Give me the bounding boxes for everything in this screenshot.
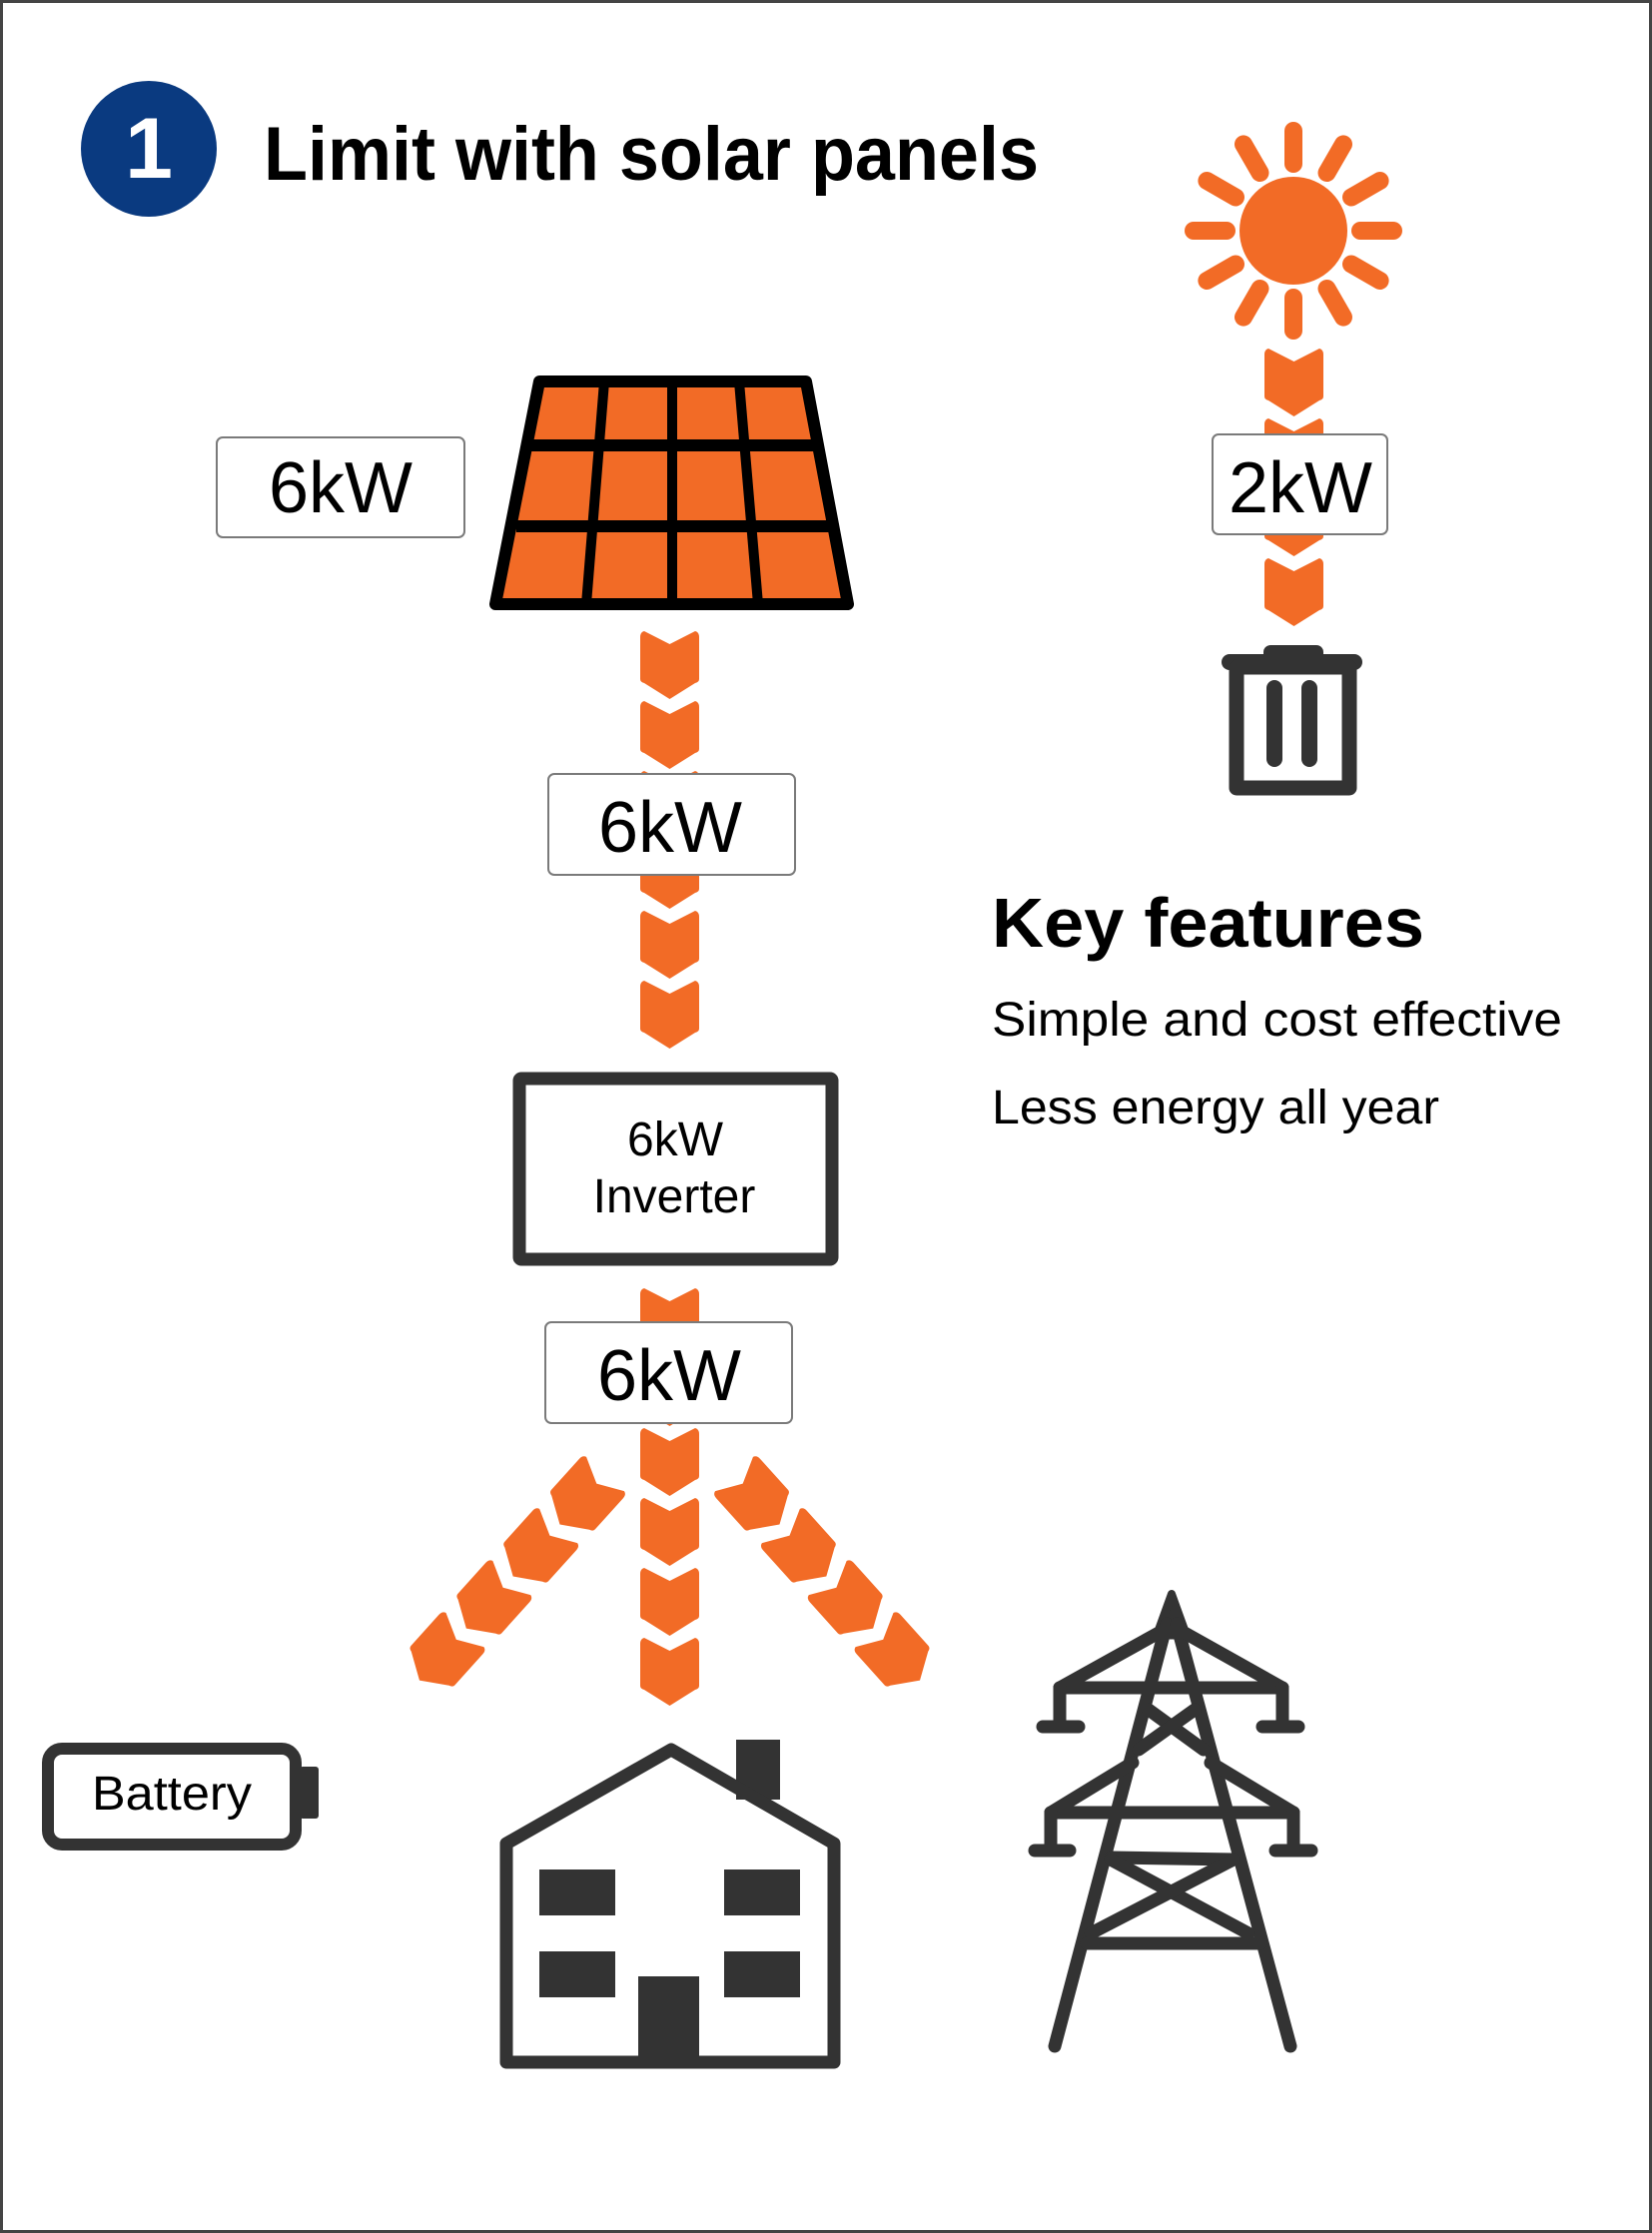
chevron-arrow-icon — [1264, 558, 1323, 626]
sun-ray — [1198, 172, 1244, 207]
chevron-arrow-icon — [714, 1456, 789, 1531]
chevron-arrow-icon — [640, 911, 699, 979]
battery-label: Battery — [92, 1768, 252, 1821]
chevron-arrow-icon — [456, 1560, 532, 1635]
chevron-arrow-icon — [640, 981, 699, 1049]
chevron-arrow-icon — [854, 1612, 930, 1687]
sun-ray — [1235, 135, 1269, 182]
sun-ray — [1342, 172, 1389, 207]
step-header: 1 Limit with solar panels — [81, 81, 1039, 217]
sun-ray — [1317, 280, 1352, 327]
chevron-arrow-icon — [503, 1508, 579, 1583]
page-title: Limit with solar panels — [264, 112, 1039, 197]
panel-to-inverter-label: 6kW — [547, 773, 796, 876]
chevron-arrow-icon — [640, 1428, 699, 1496]
chevron-arrow-icon — [1264, 349, 1323, 416]
chevron-arrow-icon — [760, 1508, 836, 1583]
inverter-box: 6kW Inverter — [512, 1072, 839, 1266]
flow-arrow-inverter-to-battery — [410, 1456, 625, 1687]
chevron-arrow-icon — [807, 1560, 883, 1635]
step-number: 1 — [125, 101, 173, 197]
panel-to-inverter-value: 6kW — [598, 788, 742, 868]
chevron-arrow-icon — [640, 1568, 699, 1636]
key-features: Key features Simple and cost effective L… — [992, 884, 1562, 1134]
step-badge — [81, 81, 217, 217]
excess-value: 2kW — [1229, 448, 1372, 528]
inverter-output-label: 6kW — [544, 1321, 793, 1424]
key-feature-item: Less energy all year — [992, 1082, 1439, 1134]
panel-output-value: 6kW — [269, 448, 413, 528]
house-window — [539, 1869, 615, 1915]
chevron-arrow-icon — [640, 701, 699, 769]
excess-label: 2kW — [1212, 433, 1388, 535]
house-door — [638, 1976, 699, 2062]
power-pylon-icon — [1028, 1590, 1318, 2053]
house-icon — [499, 1740, 841, 2069]
sun-ray — [1317, 135, 1352, 182]
sun-icon — [1185, 122, 1402, 340]
sun-ray — [1198, 255, 1244, 290]
key-features-heading: Key features — [992, 884, 1424, 962]
battery-icon: Battery — [42, 1743, 319, 1851]
sun-ray — [1235, 280, 1269, 327]
house-window — [724, 1869, 800, 1915]
trash-bin-icon — [1222, 645, 1362, 796]
chevron-arrow-icon — [550, 1456, 625, 1531]
chevron-arrow-icon — [640, 1638, 699, 1706]
panel-output-label: 6kW — [216, 436, 465, 538]
house-window — [724, 1951, 800, 1997]
inverter-output-value: 6kW — [597, 1336, 741, 1416]
house-window — [539, 1951, 615, 1997]
inverter-rating: 6kW — [627, 1114, 724, 1166]
sun-ray — [1342, 255, 1389, 290]
inverter-name: Inverter — [593, 1170, 756, 1223]
chevron-arrow-icon — [640, 631, 699, 699]
key-feature-item: Simple and cost effective — [992, 994, 1562, 1047]
chevron-arrow-icon — [410, 1612, 485, 1687]
flow-arrow-inverter-to-grid — [714, 1456, 930, 1687]
solar-panel-icon — [489, 375, 854, 610]
chevron-arrow-icon — [640, 1498, 699, 1566]
